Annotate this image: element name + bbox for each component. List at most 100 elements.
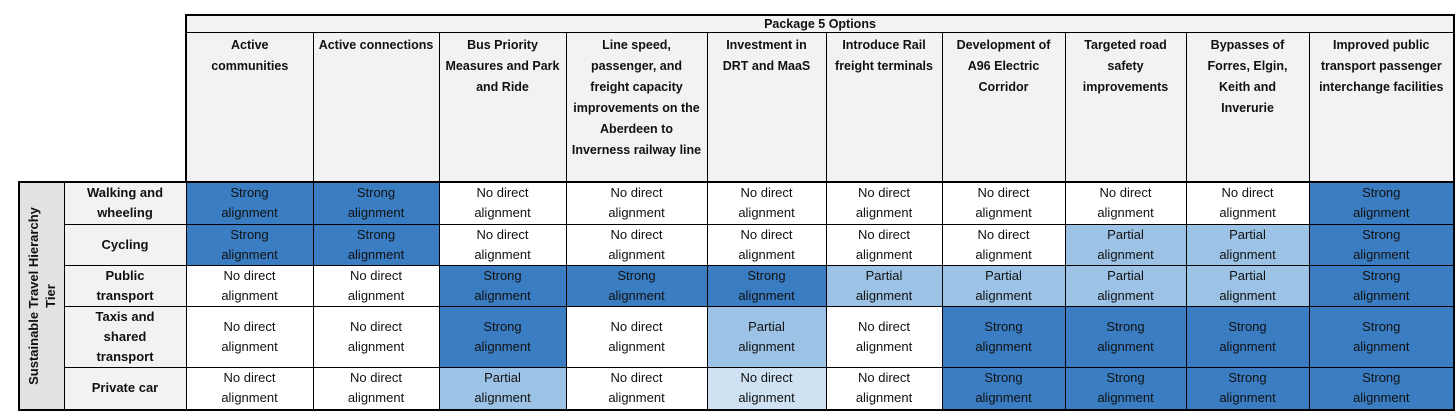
cell-text-line: Strong — [984, 370, 1023, 386]
cell-text-line: No direct — [977, 226, 1030, 242]
column-header: Investment in DRT and MaaS — [706, 32, 827, 185]
cell-text-line: No direct — [740, 370, 793, 386]
cell-text-line: alignment — [855, 287, 913, 303]
cell-text-line: alignment — [474, 390, 531, 406]
cell-text-line: alignment — [1353, 205, 1410, 221]
cell-text-line: alignment — [221, 338, 278, 354]
cell-text-line: alignment — [738, 205, 795, 221]
cell-text-line: alignment — [347, 390, 405, 406]
column-header: Line speed, passenger, and freight capac… — [565, 32, 708, 185]
cell-text-line: alignment — [975, 205, 1032, 221]
cell-text-line: alignment — [975, 246, 1032, 262]
cell-text-line: alignment — [1097, 338, 1154, 354]
row-label: Private car — [63, 366, 187, 411]
row-group-tier-label: Tier — [42, 284, 58, 308]
cell-text-line: alignment — [1097, 390, 1154, 406]
cell-text-line: alignment — [738, 390, 795, 406]
column-header: Bus Priority Measures and Park and Ride — [438, 32, 567, 185]
cell-text-line: No direct — [1221, 185, 1274, 201]
column-header: Active connections — [312, 32, 440, 185]
cell-text-line: alignment — [608, 246, 665, 262]
alignment-cell: Strong alignment — [312, 181, 440, 225]
cell-text-line: Strong — [1362, 267, 1401, 283]
cell-text-line: alignment — [221, 205, 278, 221]
cell-text-line: Strong — [1228, 318, 1267, 334]
cell-text-line: No direct — [476, 185, 529, 201]
cell-text-line: alignment — [855, 205, 913, 221]
cell-text-line: alignment — [1353, 390, 1410, 406]
row-label: Public transport — [63, 264, 187, 307]
cell-text-line: alignment — [474, 205, 531, 221]
cell-text-line: alignment — [1219, 390, 1276, 406]
alignment-cell: Strong alignment — [1308, 366, 1455, 411]
cell-text-line: Partial — [1229, 267, 1266, 283]
cell-text-line: Partial — [748, 318, 785, 334]
cell-text-line: No direct — [610, 318, 663, 334]
cell-text-line: alignment — [738, 287, 795, 303]
cell-text-line: alignment — [221, 287, 278, 303]
cell-text-line: No direct — [349, 267, 403, 283]
cell-text-line: Strong — [747, 267, 786, 283]
cell-text-line: alignment — [975, 390, 1032, 406]
cell-text-line: Partial — [985, 267, 1022, 283]
cell-text-line: alignment — [474, 338, 531, 354]
alignment-cell: Partial alignment — [941, 264, 1066, 307]
cell-text-line: Strong — [1362, 370, 1401, 386]
table-row: Private car No direct alignment No direct al… — [19, 366, 1455, 411]
cell-text-line: No direct — [349, 318, 403, 334]
cell-text-line: alignment — [855, 390, 913, 406]
cell-text-line: No direct — [610, 370, 663, 386]
cell-text-line: alignment — [1353, 338, 1410, 354]
cell-text-line: alignment — [975, 287, 1032, 303]
cell-text-line: Partial — [1107, 267, 1144, 283]
cell-text-line: alignment — [1097, 287, 1154, 303]
cell-text-line: alignment — [1353, 246, 1410, 262]
cell-text-line: No direct — [223, 370, 276, 386]
alignment-cell: Partial alignment — [1064, 264, 1187, 307]
cell-text-line: Strong — [356, 185, 396, 201]
alignment-cell: No direct alignment — [706, 366, 827, 411]
cell-text-line: No direct — [857, 318, 911, 334]
cell-text-line: Strong — [984, 318, 1023, 334]
cell-text-line: alignment — [347, 287, 405, 303]
cell-text-line: alignment — [1219, 338, 1276, 354]
cell-text-line: alignment — [1097, 205, 1154, 221]
alignment-cell: No direct alignment — [1185, 181, 1310, 225]
cell-text-line: alignment — [608, 205, 665, 221]
cell-text-line: alignment — [1219, 205, 1276, 221]
alignment-cell: No direct alignment — [438, 181, 567, 225]
table-title-row: Package 5 Options — [185, 14, 1455, 33]
table-title: Package 5 Options — [185, 14, 1455, 33]
cell-text-line: Strong — [483, 318, 522, 334]
cell-text-line: alignment — [474, 246, 531, 262]
row-label: Cycling — [63, 223, 187, 266]
row-label: Walking and wheeling — [63, 181, 187, 225]
cell-text-line: alignment — [347, 205, 405, 221]
